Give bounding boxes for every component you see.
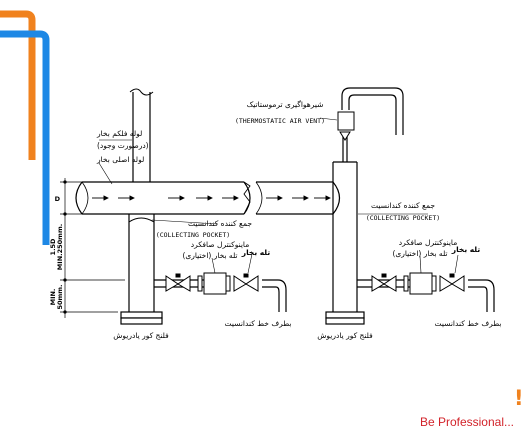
left-valve-train [165, 272, 259, 295]
collecting-pocket-label-left: جمع کننده کندانسیت [188, 219, 252, 228]
thermostatic-vent-label: شیرهواگیری ترموستاتیک [247, 100, 324, 109]
right-valve-train [371, 272, 465, 295]
steam-branch-label: لوله فلکم بخار [96, 129, 142, 138]
dimension-pocket-1: 1.5D [49, 238, 57, 256]
dimension-min-2: 50mm. [56, 284, 64, 309]
flange-label-right: فلنج کور یادریوش [317, 331, 373, 340]
collecting-pocket-en-left: (COLLECTING POCKET) [156, 231, 230, 239]
drain-label-right: بطرف خط کندانسیت [435, 319, 502, 328]
orange-corner-stripe [0, 10, 36, 160]
strainer-label-right: ماینوکنترل صافکرد [399, 238, 457, 247]
brand-tagline: Be Professional... [420, 415, 514, 429]
flange-label-left: فلنج کور یادریوش [113, 331, 169, 340]
thermostatic-vent [337, 111, 355, 141]
leader-lines [98, 117, 459, 274]
dimension-min-1: MIN. [49, 289, 57, 306]
thermostatic-vent-en: (THERMOSTATIC AIR VENT) [235, 117, 325, 125]
trap-label-left: تله بخار [241, 248, 271, 257]
dimension-lines [60, 178, 125, 318]
steam-main-label: لوله اصلی بخار [96, 155, 144, 164]
dimension-diameter: D [55, 195, 61, 203]
brand-logo: حرفه‌ای‌باش! Be Professional... [420, 386, 525, 429]
strainer-label-left: ماینوکنترل صافکرد [191, 240, 249, 249]
steam-branch-note: (درصورت وجود) [97, 141, 149, 150]
right-assembly [255, 87, 495, 325]
collecting-pocket-label-right: جمع کننده کندانسیت [371, 201, 435, 210]
dimension-pocket-2: MIN.250mm. [56, 224, 64, 270]
blue-corner-stripe [0, 30, 50, 245]
logo-text: حرفه‌ای‌باش! [514, 386, 525, 410]
strainer-note-right: تله بخار (اختیاری) [392, 249, 447, 258]
collecting-pocket-en-right: (COLLECTING POCKET) [366, 214, 440, 222]
pipe-break-left [243, 181, 251, 215]
strainer-note-left: تله بخار (اختیاری) [182, 251, 237, 260]
trap-label-right: تله بخار [451, 245, 481, 254]
drain-label-left: بطرف خط کندانسیت [225, 319, 292, 328]
